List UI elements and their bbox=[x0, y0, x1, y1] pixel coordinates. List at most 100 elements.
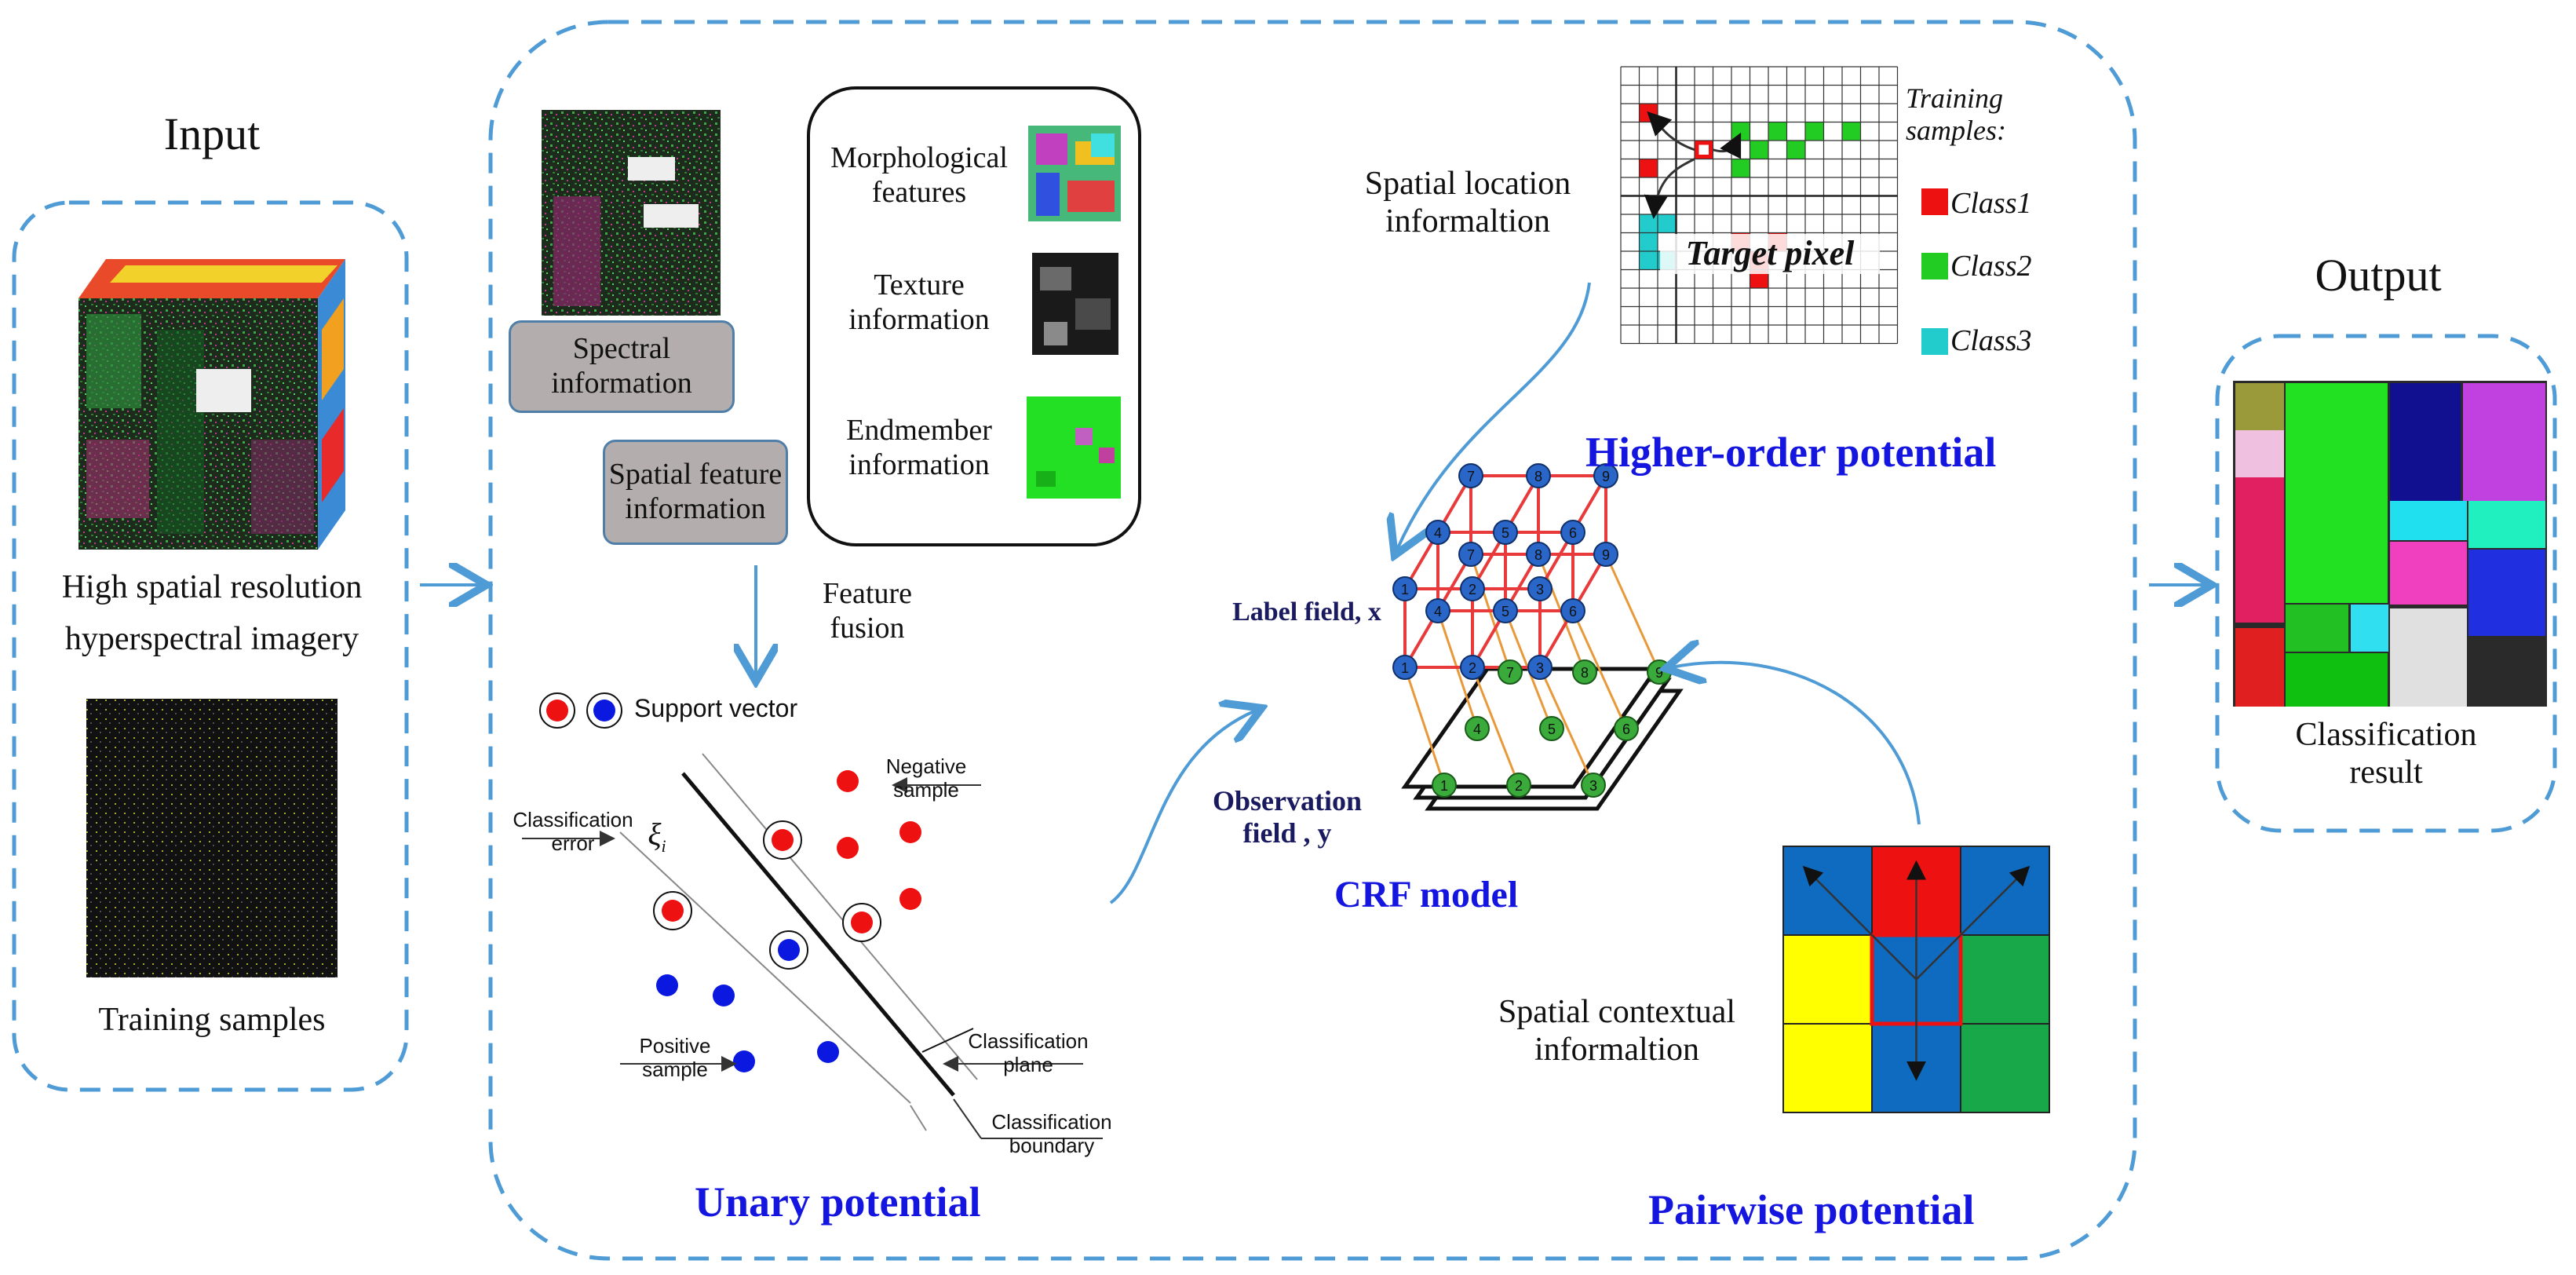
label-node bbox=[1392, 576, 1418, 601]
label-node bbox=[1425, 598, 1450, 623]
sample-cell bbox=[1658, 214, 1677, 233]
observation-node bbox=[1465, 716, 1490, 741]
class3-swatch bbox=[1921, 328, 1948, 355]
pairwise-arrow bbox=[1802, 865, 1917, 981]
higher-order-to-crf-arrow bbox=[1397, 282, 1591, 550]
higher-order-potential-title: Higher-order potential bbox=[1585, 429, 1997, 476]
higher-order-grid bbox=[1620, 66, 1948, 355]
observation-node bbox=[1506, 773, 1531, 798]
label-node-label: 4 bbox=[1434, 604, 1442, 619]
pairwise-cell bbox=[1782, 934, 1873, 1025]
label-node bbox=[1527, 655, 1553, 680]
label-node bbox=[1560, 520, 1585, 545]
sample-cell bbox=[1842, 122, 1861, 141]
morphological-image bbox=[1028, 126, 1121, 221]
observation-node-label: 7 bbox=[1506, 665, 1514, 681]
label-node bbox=[1425, 520, 1450, 545]
pairwise-arrow bbox=[1915, 865, 2031, 981]
sample-cell bbox=[1639, 251, 1658, 270]
observation-node-label: 1 bbox=[1440, 778, 1448, 794]
observation-node bbox=[1614, 716, 1639, 741]
pairwise-cell bbox=[1960, 934, 2050, 1025]
observation-node bbox=[1432, 773, 1457, 798]
class1-swatch bbox=[1921, 188, 1948, 215]
target-arrow bbox=[1713, 132, 1742, 159]
output-title: Output bbox=[2315, 250, 2442, 301]
label-node bbox=[1460, 576, 1485, 601]
crf-obs-link bbox=[1471, 667, 1520, 786]
texture-line2: information bbox=[848, 302, 990, 336]
crf-model-title: CRF model bbox=[1334, 874, 1519, 915]
spatial-label-line2: information bbox=[625, 492, 766, 525]
texture-line1: Texture bbox=[874, 269, 965, 301]
label-node-label: 1 bbox=[1401, 660, 1409, 676]
label-node-label: 3 bbox=[1536, 660, 1544, 676]
observation-node bbox=[1539, 716, 1564, 741]
xi-symbol: ξi bbox=[648, 817, 666, 856]
label-node-label: 4 bbox=[1434, 525, 1442, 541]
observation-node-label: 3 bbox=[1589, 778, 1597, 794]
spectral-label-line1: Spectral bbox=[572, 332, 671, 366]
observation-node bbox=[1498, 659, 1523, 685]
class2-legend-label: Class2 bbox=[1950, 250, 2032, 283]
label-node bbox=[1526, 542, 1551, 567]
imagery-label-line1: High spatial resolution bbox=[61, 569, 363, 605]
crf-obs-link bbox=[1403, 667, 1446, 786]
spatial-label-line1: Spatial feature bbox=[608, 458, 783, 491]
input-title: Input bbox=[163, 108, 261, 159]
pairwise-cell bbox=[1782, 1023, 1873, 1113]
pairwise-grid bbox=[1782, 846, 2050, 1113]
label-node-label: 5 bbox=[1501, 604, 1509, 619]
label-node bbox=[1392, 655, 1418, 680]
label-node-label: 1 bbox=[1401, 582, 1409, 597]
sample-cell bbox=[1731, 122, 1750, 141]
endmember-image bbox=[1027, 396, 1121, 499]
label-node bbox=[1493, 520, 1518, 545]
spectral-label-line2: information bbox=[551, 367, 692, 400]
label-node bbox=[1460, 655, 1485, 680]
crf-obs-link bbox=[1538, 667, 1595, 786]
label-node bbox=[1458, 463, 1483, 488]
unary-to-crf-arrow bbox=[1109, 711, 1256, 904]
target-pixel-label: Target pixel bbox=[1660, 234, 1880, 274]
label-node-label: 7 bbox=[1467, 547, 1475, 563]
imagery-label-line2: hyperspectral imagery bbox=[64, 621, 359, 657]
observation-node-label: 9 bbox=[1655, 665, 1663, 681]
label-node-label: 6 bbox=[1569, 604, 1577, 619]
crf-obs-link bbox=[1469, 553, 1512, 673]
pairwise-potential-title: Pairwise potential bbox=[1648, 1186, 1975, 1233]
label-field-label: Label field, x bbox=[1232, 597, 1381, 627]
main-panel bbox=[488, 20, 2137, 1261]
label-node-label: 5 bbox=[1501, 525, 1509, 541]
morph-line2: features bbox=[871, 175, 967, 209]
sample-cell bbox=[1768, 122, 1787, 141]
pairwise-to-crf-arrow bbox=[1672, 663, 1921, 825]
observation-node-label: 4 bbox=[1473, 722, 1481, 737]
observation-node-label: 5 bbox=[1548, 722, 1556, 737]
sample-cell bbox=[1750, 141, 1768, 159]
observation-node-label: 2 bbox=[1515, 778, 1523, 794]
label-node-label: 3 bbox=[1536, 582, 1544, 597]
observation-node bbox=[1572, 659, 1597, 685]
training-samples-image bbox=[86, 699, 338, 977]
support-vector-label: Support vector bbox=[634, 694, 798, 722]
svm-diagram bbox=[522, 753, 1103, 1139]
label-node-label: 8 bbox=[1534, 469, 1542, 484]
fusion-line2: fusion bbox=[830, 611, 905, 645]
class2-swatch bbox=[1921, 253, 1948, 279]
sample-cell bbox=[1731, 159, 1750, 177]
